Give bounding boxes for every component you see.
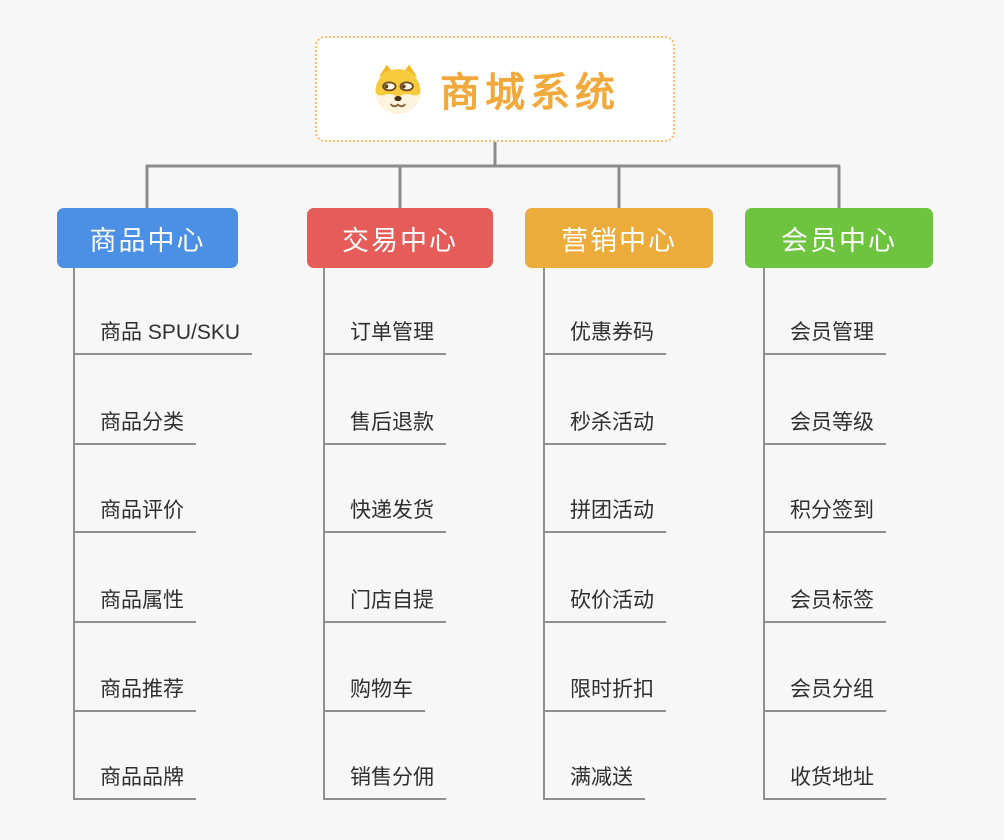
root-node-title: 商城系统 xyxy=(440,71,620,115)
branch-header-marketing-center[interactable]: 营销中心 xyxy=(525,208,713,268)
mindmap-leaf[interactable]: 积分签到 xyxy=(763,497,886,533)
mindmap-leaf[interactable]: 销售分佣 xyxy=(323,764,446,800)
mindmap-leaf[interactable]: 购物车 xyxy=(323,676,425,712)
mindmap-leaf[interactable]: 商品 SPU/SKU xyxy=(73,319,253,355)
mindmap-leaf[interactable]: 砍价活动 xyxy=(543,587,666,623)
branch-spine-line xyxy=(323,268,325,800)
mindmap-leaf[interactable]: 售后退款 xyxy=(323,409,446,445)
branch-header-product-center[interactable]: 商品中心 xyxy=(57,208,238,268)
mindmap-leaf[interactable]: 收货地址 xyxy=(763,764,886,800)
mindmap-leaf[interactable]: 商品属性 xyxy=(73,587,196,623)
mindmap-leaf[interactable]: 会员管理 xyxy=(763,319,886,355)
root-node[interactable]: 商城系统 xyxy=(315,36,675,142)
shiba-dog-icon xyxy=(375,64,421,115)
mindmap-leaf[interactable]: 商品分类 xyxy=(73,409,196,445)
mindmap-leaf[interactable]: 会员分组 xyxy=(763,676,886,712)
branch-header-member-center[interactable]: 会员中心 xyxy=(745,208,933,268)
branch-header-trade-center[interactable]: 交易中心 xyxy=(307,208,493,268)
mindmap-leaf[interactable]: 快递发货 xyxy=(323,497,446,533)
mindmap-leaf[interactable]: 限时折扣 xyxy=(543,676,666,712)
branch-spine-line xyxy=(73,268,75,800)
branch-spine-line xyxy=(543,268,545,800)
mindmap-leaf[interactable]: 秒杀活动 xyxy=(543,409,666,445)
mindmap-leaf[interactable]: 会员标签 xyxy=(763,587,886,623)
mindmap-leaf[interactable]: 商品推荐 xyxy=(73,676,196,712)
mindmap-leaf[interactable]: 会员等级 xyxy=(763,409,886,445)
mindmap-leaf[interactable]: 门店自提 xyxy=(323,587,446,623)
mindmap-leaf[interactable]: 商品品牌 xyxy=(73,764,196,800)
mindmap-leaf[interactable]: 拼团活动 xyxy=(543,497,666,533)
mindmap-leaf[interactable]: 商品评价 xyxy=(73,497,196,533)
mindmap-leaf[interactable]: 订单管理 xyxy=(323,319,446,355)
mindmap-leaf[interactable]: 满减送 xyxy=(543,764,645,800)
mindmap-leaf[interactable]: 优惠券码 xyxy=(543,319,666,355)
branch-spine-line xyxy=(763,268,765,800)
